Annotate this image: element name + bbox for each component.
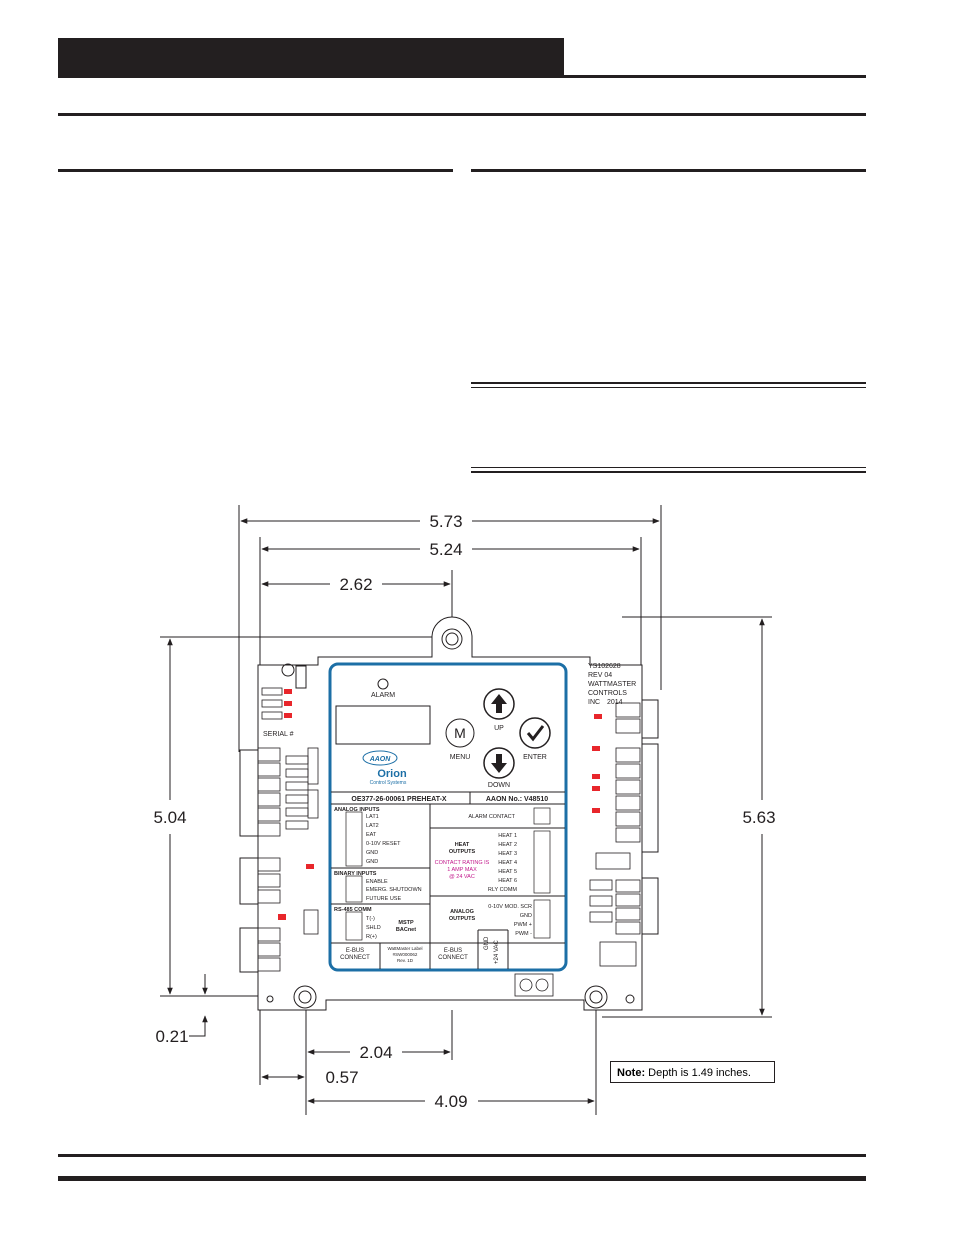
orion-subtitle: Control Systems <box>370 780 407 786</box>
ao-gnd: GND <box>520 913 532 919</box>
dim-height-right: 5.63 <box>742 808 775 827</box>
enter-label: ENTER <box>523 754 547 761</box>
bi-enable: ENABLE <box>366 879 388 885</box>
silk-year: 2014 <box>607 699 623 706</box>
contact-rating-3: @ 24 VAC <box>449 874 475 880</box>
contact-rating-2: 1 AMP MAX <box>447 867 477 873</box>
ebus-right-2: CONNECT <box>438 955 468 961</box>
power-gnd: GND <box>484 936 490 950</box>
note-box-top-rule-1 <box>471 382 866 384</box>
header-rule <box>564 75 866 78</box>
note-box-bottom-rule-2 <box>471 471 866 473</box>
serial-label: SERIAL # <box>263 731 294 738</box>
dim-hole-spacing-outer: 4.09 <box>434 1092 467 1111</box>
ebus-left-2: CONNECT <box>340 955 370 961</box>
dim-offset-bottom: 0.21 <box>155 1027 188 1046</box>
wattmaster-label-3: Rev. 1D <box>397 958 414 963</box>
dim-hole-spacing-inner: 2.04 <box>359 1043 392 1062</box>
silk-rev: REV 04 <box>588 672 612 679</box>
top-rule <box>58 113 866 116</box>
front-panel-label: ALARM M MENU UP ENTER DOWN AAON Orion Co… <box>328 662 568 972</box>
heat-outputs-title-1: HEAT <box>455 842 470 848</box>
menu-button-symbol: M <box>454 725 466 741</box>
ai-reset: 0-10V RESET <box>366 841 401 847</box>
aaon-number: AAON No.: V48510 <box>486 796 548 803</box>
wattmaster-label-1: WattMaster Label <box>387 946 422 951</box>
rs485-shld: SHLD <box>366 925 381 931</box>
bi-emerg-shutdown: EMERG. SHUTDOWN <box>366 887 422 893</box>
silk-company: WATTMASTER <box>588 681 636 688</box>
dim-width-mount: 5.24 <box>429 540 462 559</box>
ai-lat2: LAT2 <box>366 823 379 829</box>
rs485-t: T(-) <box>366 916 375 922</box>
ao-mod-scr: 0-10V MOD. SCR <box>488 904 532 910</box>
terminal-blocks <box>345 807 551 941</box>
binary-inputs-title: BINARY INPUTS <box>334 871 377 877</box>
heat-4: HEAT 4 <box>498 860 517 866</box>
up-label: UP <box>494 725 504 732</box>
dimension-lines <box>167 518 765 1104</box>
footer-rule-bottom <box>58 1176 866 1181</box>
heat-5: HEAT 5 <box>498 869 517 875</box>
note-box-top-rule-2 <box>471 387 866 388</box>
contact-rating-1: CONTACT RATING IS <box>435 860 490 866</box>
dimension-labels: 5.73 5.24 2.62 5.04 5.63 0.21 2.04 0.57 … <box>153 512 775 1111</box>
bi-future-use: FUTURE USE <box>366 896 401 902</box>
aaon-logo: AAON <box>369 756 392 763</box>
rs485-r: R(+) <box>366 934 377 940</box>
note-box-bottom-rule-1 <box>471 467 866 468</box>
note-text: Depth is 1.49 inches. <box>648 1067 751 1079</box>
heat-2: HEAT 2 <box>498 842 517 848</box>
power-24vac: +24 VAC <box>494 940 500 964</box>
right-column-rule <box>471 169 866 172</box>
ai-gnd-2: GND <box>366 859 378 865</box>
model-number: OE377-26-00061 PREHEAT-X <box>351 796 447 803</box>
analog-inputs-title: ANALOG INPUTS <box>334 807 380 813</box>
heat-1: HEAT 1 <box>498 833 517 839</box>
ebus-right-1: E-BUS <box>444 948 462 954</box>
depth-note: Note: Depth is 1.49 inches. <box>610 1061 775 1083</box>
menu-label: MENU <box>450 754 471 761</box>
rs485-bacnet: BACnet <box>396 927 416 933</box>
header-bar <box>58 38 564 78</box>
analog-outputs-title-1: ANALOG <box>450 909 474 915</box>
dim-width-overall: 5.73 <box>429 512 462 531</box>
footer-rule-top <box>58 1154 866 1157</box>
left-column-rule <box>58 169 453 172</box>
rs485-title: RS-485 COMM <box>334 907 372 913</box>
rs485-mstp: MSTP <box>398 920 414 926</box>
note-label: Note: <box>617 1067 646 1079</box>
ebus-left-1: E-BUS <box>346 948 364 954</box>
silk-controls: CONTROLS <box>588 690 627 697</box>
ai-gnd-1: GND <box>366 850 378 856</box>
alarm-contact: ALARM CONTACT <box>468 814 515 820</box>
dim-height-left: 5.04 <box>153 808 186 827</box>
heat-outputs-title-2: OUTPUTS <box>449 849 476 855</box>
down-label: DOWN <box>488 782 510 789</box>
ao-pwm-plus: PWM + <box>514 922 532 928</box>
wattmaster-label-2: #SW000062 <box>393 952 418 957</box>
orion-logo: Orion <box>377 768 407 780</box>
ai-eat: EAT <box>366 832 377 838</box>
analog-outputs-title-2: OUTPUTS <box>449 916 476 922</box>
dim-offset-left: 0.57 <box>325 1068 358 1087</box>
heat-6: HEAT 6 <box>498 878 517 884</box>
dim-width-half: 2.62 <box>339 575 372 594</box>
silk-inc: INC <box>588 699 600 706</box>
ai-lat1: LAT1 <box>366 814 379 820</box>
silk-board-id: YS102628 <box>588 663 621 670</box>
alarm-label: ALARM <box>371 692 395 699</box>
heat-3: HEAT 3 <box>498 851 517 857</box>
rly-comm: RLY COMM <box>488 887 518 893</box>
ao-pwm-minus: PWM - <box>515 931 532 937</box>
